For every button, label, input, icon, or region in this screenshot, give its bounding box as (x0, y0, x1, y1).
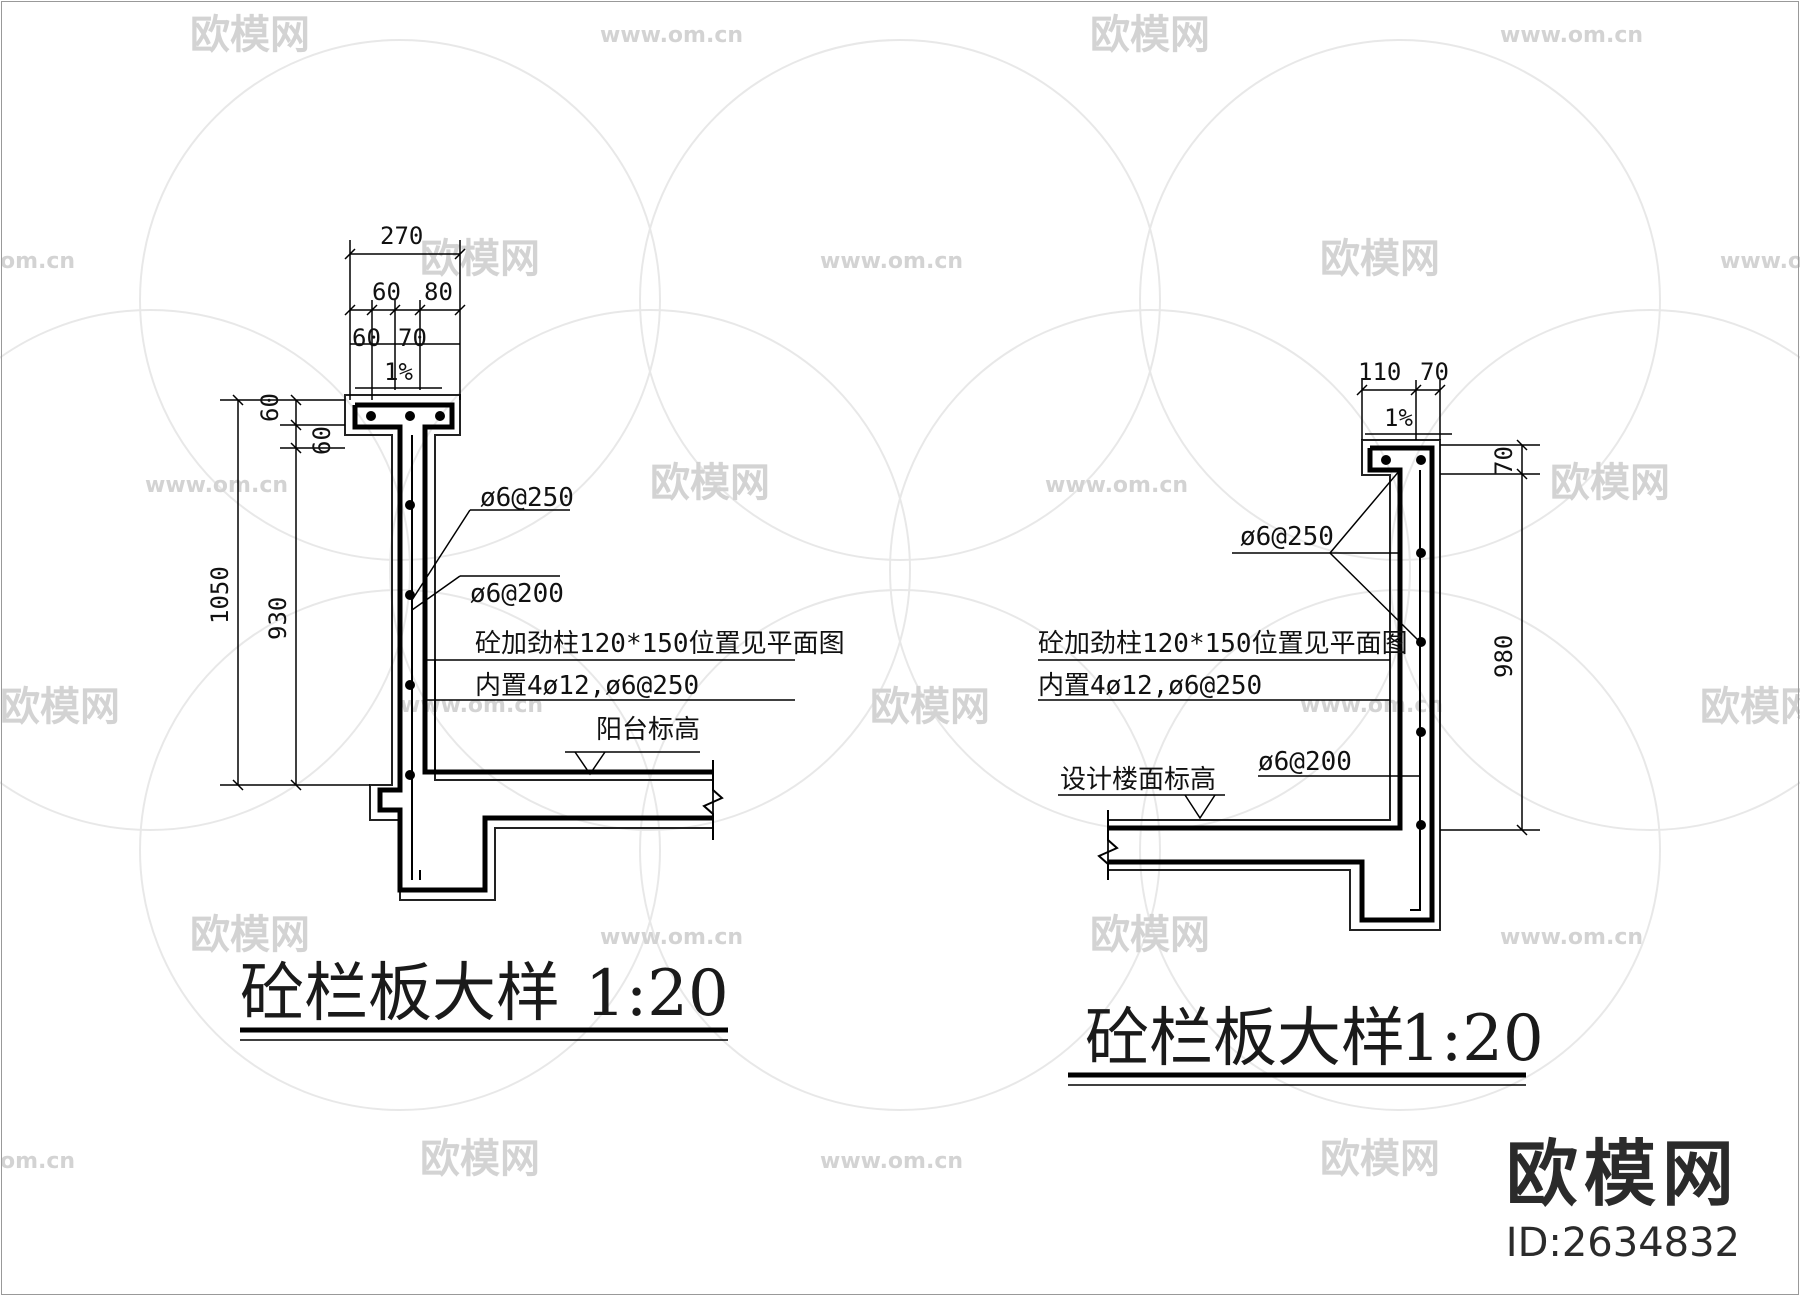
right-rebar-dots (1381, 455, 1426, 830)
left-label-column-note: 砼加劲柱120*150位置见平面图 (475, 629, 845, 659)
right-rebar-outline (1108, 445, 1435, 923)
watermark-logo: 欧模网 (1090, 912, 1210, 958)
left-leaders (411, 509, 795, 776)
left-dim-1050: 1050 (206, 566, 234, 624)
left-dim-270: 270 (380, 222, 423, 250)
right-dim-70: 70 (1420, 358, 1449, 386)
right-label-level: 设计楼面标高 (1060, 765, 1216, 795)
watermark-arcs (0, 39, 1800, 1111)
watermark-url: www.om.cn (600, 925, 743, 950)
watermark-logo: 欧模网 (420, 1136, 540, 1182)
left-label-rebar-a: ø6@250 (480, 483, 574, 513)
right-top-dimensions (1356, 380, 1452, 440)
brand-name: 欧模网 (1505, 1132, 1740, 1216)
right-dim-cap: 70 (1490, 446, 1518, 475)
watermark-url: www.om.cn (820, 1149, 963, 1174)
watermark-logo: 欧模网 (1320, 236, 1440, 282)
left-rebar-dots (366, 411, 445, 780)
right-scale: 1:20 (1400, 1002, 1544, 1076)
watermark-logo: 欧模网 (190, 912, 310, 958)
left-dim-930: 930 (264, 597, 292, 640)
right-label-column-note: 砼加劲柱120*150位置见平面图 (1038, 629, 1408, 659)
left-label-level: 阳台标高 (596, 715, 700, 745)
watermark-logo: 欧模网 (190, 12, 310, 58)
right-dim-980: 980 (1490, 635, 1518, 678)
left-side-dimensions (220, 394, 370, 791)
left-dim-cap-a: 60 (256, 393, 284, 422)
watermark-url: www.om.cn (1300, 693, 1443, 718)
left-dim-70: 70 (398, 324, 427, 352)
right-dim-110: 110 (1358, 358, 1401, 386)
left-dim-60b: 60 (352, 324, 381, 352)
right-slope: 1% (1384, 404, 1413, 432)
left-parapet-detail: 270 60 80 60 70 1% 60 60 1050 930 (206, 222, 845, 1041)
left-concrete-outline (344, 394, 714, 901)
watermark-logo: 欧模网 (0, 684, 120, 730)
watermark-layer: 欧模网 欧模网 www.om.cn www.om.cn 欧模网 欧模网 om.c… (0, 12, 1800, 1182)
left-label-rebar-b: ø6@200 (470, 579, 564, 609)
right-title: 砼栏板大样 (1085, 1002, 1405, 1076)
watermark-logo: 欧模网 (1550, 460, 1670, 506)
brand-stamp: 欧模网 ID:2634832 (1506, 1138, 1740, 1266)
right-break-mark (1097, 810, 1119, 880)
right-side-dimensions (1440, 439, 1540, 836)
right-label-rebar-b: ø6@200 (1258, 747, 1352, 777)
watermark-url: www.om.cn (820, 249, 963, 274)
watermark-logo: 欧模网 (650, 460, 770, 506)
watermark-url: om.cn (0, 1149, 75, 1174)
watermark-logo: 欧模网 (420, 236, 540, 282)
right-leaders (1038, 469, 1421, 820)
left-scale: 1:20 (585, 957, 729, 1031)
left-dim-cap-b: 60 (308, 426, 336, 455)
left-top-dimensions (344, 240, 466, 400)
right-label-rebar-a: ø6@250 (1240, 522, 1334, 552)
watermark-logo: 欧模网 (1320, 1136, 1440, 1182)
watermark-url: www.om.cn (1500, 23, 1643, 48)
right-inner-bar (1410, 470, 1421, 911)
watermark-url: www.om.cn (145, 473, 288, 498)
right-label-column-rebar: 内置4ø12,ø6@250 (1038, 671, 1262, 701)
watermark-url: om.cn (0, 249, 75, 274)
watermark-logo: 欧模网 (870, 684, 990, 730)
left-rebar-outline-2 (352, 405, 713, 893)
left-break-mark (702, 760, 724, 840)
watermark-logo: 欧模网 (1090, 12, 1210, 58)
watermark-logo: 欧模网 (1700, 684, 1800, 730)
watermark-url: www.om.cn (1720, 249, 1800, 274)
left-slope: 1% (384, 358, 413, 386)
left-label-column-rebar: 内置4ø12,ø6@250 (475, 671, 699, 701)
watermark-url: www.om.cn (1500, 925, 1643, 950)
left-title: 砼栏板大样 (240, 957, 560, 1031)
brand-id: ID:2634832 (1505, 1220, 1740, 1266)
left-dim-80: 80 (424, 278, 453, 306)
left-rebar-outline (355, 402, 713, 775)
left-dim-60: 60 (372, 278, 401, 306)
right-parapet-detail: 110 70 1% 70 980 ø6@250 砼加劲柱120*150位置见平面… (1038, 358, 1544, 1086)
watermark-url: www.om.cn (600, 23, 743, 48)
watermark-url: www.om.cn (1045, 473, 1188, 498)
